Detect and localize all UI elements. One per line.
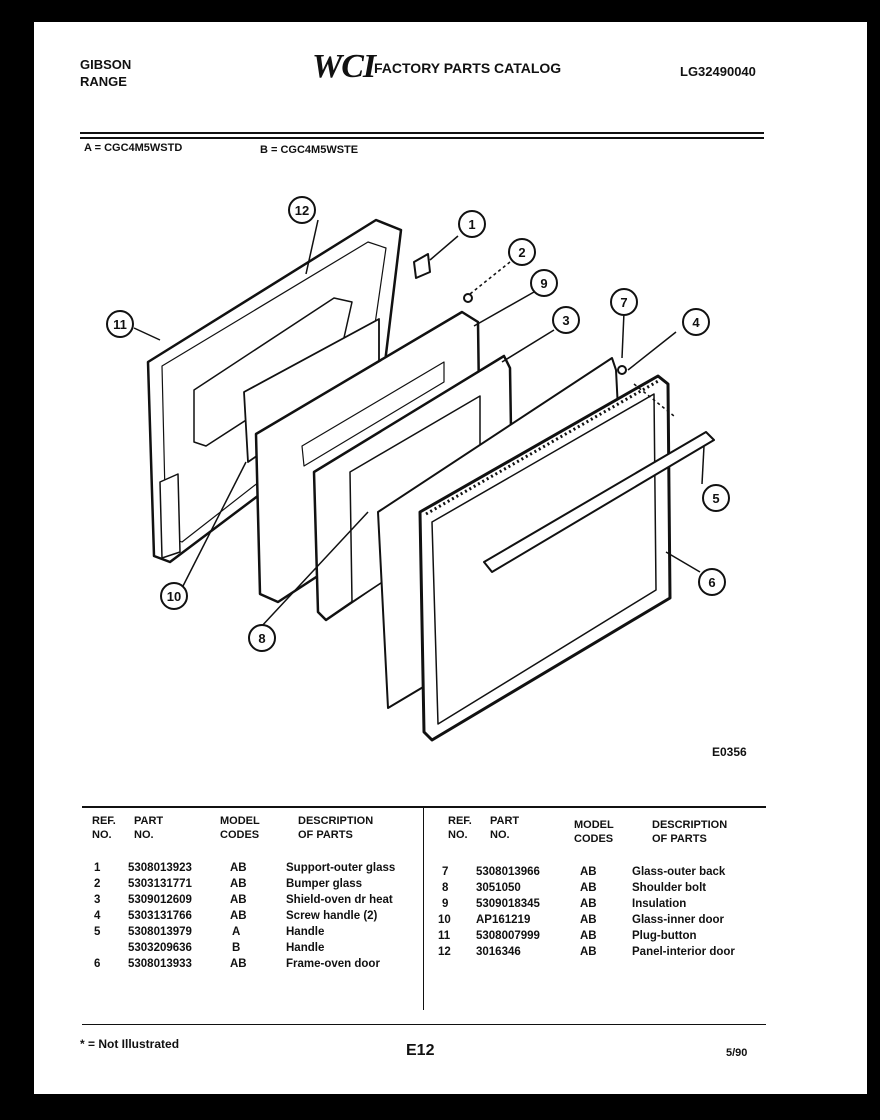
revision-date: 5/90 — [726, 1047, 748, 1059]
svg-text:9: 9 — [540, 276, 547, 291]
table-bottom-rule — [82, 1024, 766, 1025]
support-outer-glass — [413, 253, 431, 279]
callout-9: 9 — [530, 269, 558, 297]
not-illustrated-note: * = Not Illustrated — [80, 1037, 180, 1051]
wci-logo: WCI — [312, 48, 376, 85]
callout-6: 6 — [698, 568, 726, 596]
svg-text:1: 1 — [468, 217, 475, 232]
bumper-glass — [463, 293, 473, 303]
exploded-door-diagram: 1 2 9 3 7 4 5 6 8 10 11 12 — [106, 196, 730, 742]
svg-text:5: 5 — [712, 491, 719, 506]
callout-11: 11 — [106, 310, 134, 338]
header-ref-right: REF.NO. — [448, 815, 472, 841]
callout-10: 10 — [160, 582, 188, 610]
figure-id: E0356 — [712, 745, 747, 759]
screw-handle — [617, 365, 627, 375]
document-id: LG32490040 — [680, 64, 756, 79]
svg-text:7: 7 — [620, 295, 627, 310]
header-rule-double — [80, 137, 764, 139]
catalog-title: FACTORY PARTS CATALOG — [374, 60, 562, 76]
table-top-rule — [82, 806, 766, 808]
catalog-page: GIBSON RANGE WCI FACTORY PARTS CATALOG L… — [34, 22, 867, 1094]
callout-3: 3 — [552, 306, 580, 334]
brand-line-1: GIBSON — [80, 57, 132, 72]
svg-text:8: 8 — [258, 631, 265, 646]
callout-7: 7 — [610, 288, 638, 316]
svg-text:12: 12 — [295, 203, 309, 218]
svg-text:11: 11 — [113, 317, 127, 332]
svg-text:10: 10 — [167, 589, 181, 604]
door-handle — [483, 431, 715, 573]
callout-2: 2 — [508, 238, 536, 266]
page-number: E12 — [406, 1042, 435, 1059]
svg-text:2: 2 — [518, 245, 525, 260]
svg-text:3: 3 — [562, 313, 569, 328]
callout-4: 4 — [682, 308, 710, 336]
callout-5: 5 — [702, 484, 730, 512]
header-ref-left: REF.NO. — [92, 815, 116, 841]
header-rule — [80, 132, 764, 134]
svg-text:6: 6 — [708, 575, 715, 590]
table-divider — [423, 808, 424, 1010]
model-b-label: B = CGC4M5WSTE — [260, 144, 359, 156]
model-a-label: A = CGC4M5WSTD — [84, 142, 183, 154]
brand-line-2: RANGE — [80, 74, 127, 89]
callout-8: 8 — [248, 624, 276, 652]
callout-12: 12 — [288, 196, 316, 224]
callout-1: 1 — [458, 210, 486, 238]
svg-text:4: 4 — [692, 315, 700, 330]
brand-block: GIBSON RANGE — [80, 56, 131, 90]
